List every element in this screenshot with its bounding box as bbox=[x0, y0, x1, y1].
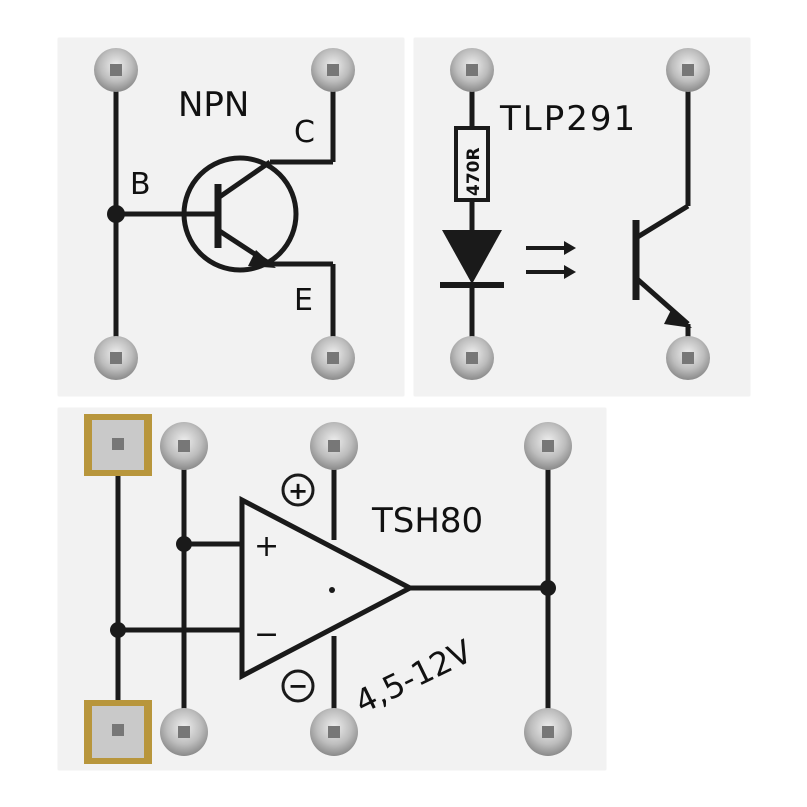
led-symbol bbox=[442, 230, 502, 284]
pad bbox=[160, 708, 208, 756]
pad bbox=[524, 708, 572, 756]
board-title: TLP291 bbox=[499, 99, 637, 139]
board-title: TSH80 bbox=[371, 501, 483, 541]
pad bbox=[450, 336, 494, 380]
voltage-label: 4,5-12V bbox=[349, 632, 478, 721]
pad bbox=[666, 48, 710, 92]
resistor-label: 470R bbox=[464, 147, 484, 196]
supply-plus-label: + bbox=[288, 477, 308, 505]
npn-schematic: NPN B C E bbox=[94, 48, 355, 380]
pad bbox=[84, 414, 152, 476]
pad bbox=[160, 422, 208, 470]
pad bbox=[311, 336, 355, 380]
base-label: B bbox=[130, 167, 151, 202]
npn-board: NPN B C E bbox=[58, 38, 404, 396]
opamp-symbol bbox=[239, 495, 416, 681]
pad bbox=[524, 422, 572, 470]
pad bbox=[311, 48, 355, 92]
pad bbox=[94, 48, 138, 92]
supply-plus-icon: + bbox=[281, 473, 315, 507]
pad bbox=[94, 336, 138, 380]
optocoupler-board: 470R TLP291 bbox=[414, 38, 750, 396]
pad bbox=[310, 708, 358, 756]
pad bbox=[450, 48, 494, 92]
pad bbox=[310, 422, 358, 470]
minus-input-label: − bbox=[254, 617, 279, 652]
plus-input-label: + bbox=[254, 529, 279, 564]
supply-minus-label: − bbox=[288, 672, 308, 700]
emitter-label: E bbox=[294, 283, 313, 318]
transistor-symbol bbox=[181, 155, 299, 273]
pad bbox=[666, 336, 710, 380]
pad bbox=[84, 700, 152, 764]
collector-label: C bbox=[294, 115, 315, 150]
optocoupler-schematic: 470R TLP291 bbox=[440, 48, 710, 380]
light-arrows-icon bbox=[526, 241, 576, 279]
opamp-schematic: + − + − TSH80 4,5-12V bbox=[84, 414, 572, 764]
opamp-board: + − + − TSH80 4,5-12V bbox=[58, 408, 606, 770]
board-title: NPN bbox=[178, 85, 249, 125]
supply-minus-icon: − bbox=[281, 669, 315, 703]
